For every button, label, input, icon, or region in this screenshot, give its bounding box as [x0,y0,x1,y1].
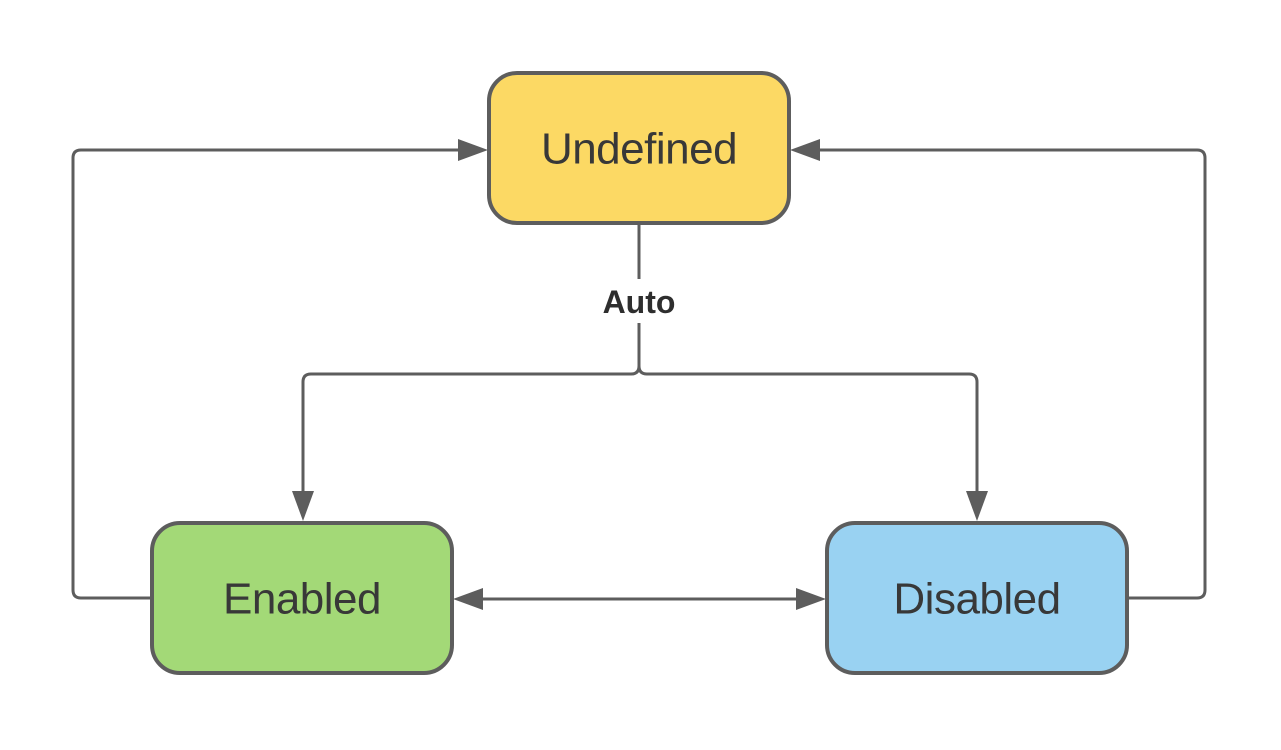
edge-label-auto[interactable]: Auto [597,279,681,323]
arrowhead-icon [966,491,988,521]
arrowhead-icon [292,491,314,521]
edge-auto-undefined-to-enabled[interactable] [292,223,641,521]
edge-line[interactable] [819,148,1207,600]
edge-line[interactable] [637,223,979,492]
node-label: Enabled [223,575,381,624]
edge-line[interactable] [71,148,459,600]
node-shape[interactable] [825,521,1129,675]
edge-enabled-to-undefined[interactable] [71,139,488,600]
edge-line[interactable] [301,223,641,492]
node-label: Disabled [893,575,1060,624]
state-node-enabled[interactable]: Enabled [150,521,454,675]
edge-disabled-to-undefined[interactable] [790,139,1207,600]
state-node-disabled[interactable]: Disabled [825,521,1129,675]
arrowhead-icon [453,588,483,610]
edge-label-background [597,279,681,323]
node-label: Undefined [541,125,737,174]
arrowhead-icon [458,139,488,161]
arrowhead-icon [790,139,820,161]
edge-auto-undefined-to-disabled[interactable] [637,223,988,521]
arrowhead-icon [796,588,826,610]
edge-label-text: Auto [603,284,676,320]
node-shape[interactable] [487,71,791,225]
edge-enabled-disabled-bidirectional[interactable] [453,588,826,610]
node-shape[interactable] [150,521,454,675]
state-node-undefined[interactable]: Undefined [487,71,791,225]
